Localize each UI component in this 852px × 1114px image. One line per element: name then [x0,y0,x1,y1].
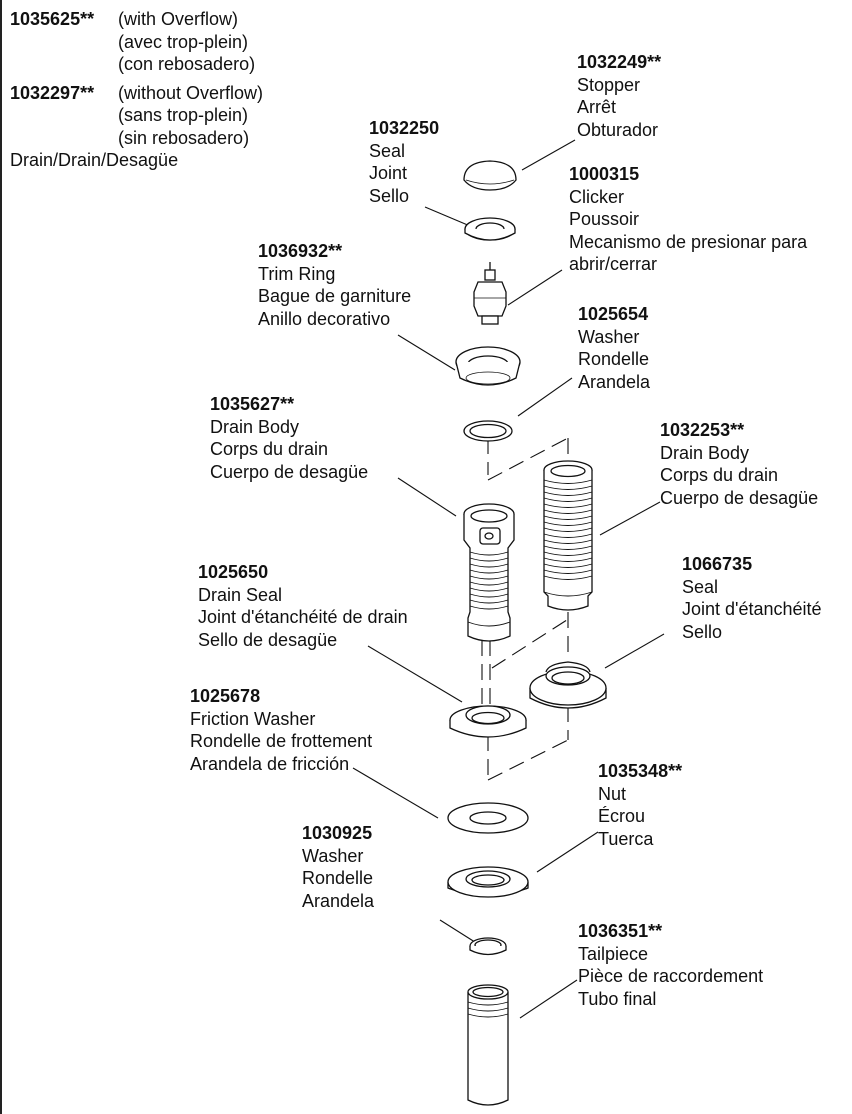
part-number-without-overflow: 1032297** [10,82,95,103]
label-drain-body-a: 1035627** Drain Body Corps du drain Cuer… [210,393,368,483]
part-name-en: Seal [369,140,406,161]
part-number: 1030925 [302,823,373,843]
part-name-fr: Poussoir [569,209,640,229]
part-number: 1025654 [578,304,649,324]
part-number: 1032249** [577,52,662,72]
drain-header: 1035625** (with Overflow) (avec trop-plei… [10,8,263,172]
with-overflow-fr: (avec trop-plein) [118,31,249,52]
alignment-lines [481,437,571,781]
part-name-es: Arandela [578,371,651,392]
part-name-en: Clicker [569,186,625,207]
with-overflow-en: (with Overflow) [118,9,239,29]
label-washer-bottom: 1030925 Washer Rondelle Arandela [302,822,374,912]
drain-body-a-part [463,503,515,642]
part-number: 1032253** [660,420,745,440]
part-number: 1036351** [578,921,663,941]
part-number: 1032250 [369,118,440,138]
part-name-es: Sello [369,185,410,206]
drain-seal-part [449,705,527,738]
part-name-en: Washer [578,326,640,347]
without-overflow-es: (sin rebosadero) [118,127,250,148]
part-name-fr: Écrou [598,806,646,826]
clicker-part [473,262,507,325]
part-name-fr: Rondelle de frottement [190,731,373,751]
label-drain-body-b: 1032253** Drain Body Corps du drain Cuer… [660,419,818,509]
part-name-es: Arandela [302,890,375,911]
part-name-es: Arandela de fricción [190,753,350,774]
washer-bottom-part [469,937,507,956]
part-name-fr: Corps du drain [210,439,329,459]
part-name-en: Seal [682,576,719,597]
part-name-es: Anillo decorativo [258,308,391,329]
part-name-es-cont: abrir/cerrar [569,254,658,274]
label-nut: 1035348** Nut Écrou Tuerca [598,760,682,850]
with-overflow-es: (con rebosadero) [118,54,256,74]
part-number: 1035348** [598,761,683,781]
part-name-en: Drain Body [210,416,300,437]
part-name-en: Drain Body [660,442,750,463]
part-name-fr: Joint d'étanchéité de drain [198,607,408,627]
part-name-es: Sello de desagüe [198,629,338,650]
part-name-fr: Rondelle [302,868,374,888]
part-number: 1035627** [210,394,295,414]
label-drain-seal: 1025650 Drain Seal Joint d'étanchéité de… [198,561,408,651]
part-number: 1000315 [569,164,640,184]
part-name-fr: Joint d'étanchéité [682,599,822,619]
part-name-en: Trim Ring [258,263,336,284]
part-name-es: Cuerpo de desagüe [660,487,819,508]
tailpiece-part [467,984,509,1106]
part-name-fr: Corps du drain [660,465,779,485]
seal-b-part [529,661,607,709]
without-overflow-fr: (sans trop-plein) [118,105,249,125]
label-seal-b: 1066735 Seal Joint d'étanchéité Sello [682,553,822,643]
part-name-en: Tailpiece [578,943,649,964]
part-name-en: Nut [598,783,627,804]
part-number: 1036932** [258,241,343,261]
part-name-es: Tubo final [578,988,657,1009]
seal-top-part [464,217,516,241]
part-name-fr: Bague de garniture [258,286,412,306]
part-name-es: Obturador [577,119,659,140]
assembly-name: Drain/Drain/Desagüe [10,150,179,170]
part-name-fr: Pièce de raccordement [578,966,764,986]
part-name-fr: Rondelle [578,349,650,369]
part-name-en: Drain Seal [198,584,283,605]
part-name-en: Friction Washer [190,708,316,729]
label-washer-top: 1025654 Washer Rondelle Arandela [578,303,650,393]
label-clicker: 1000315 Clicker Poussoir Mecanismo de pr… [569,163,807,276]
drain-body-b-part [543,460,593,611]
part-name-es: Sello [682,621,723,642]
part-name-en: Washer [302,845,364,866]
label-trim-ring: 1036932** Trim Ring Bague de garniture A… [258,240,411,330]
part-name-en: Stopper [577,74,641,95]
label-friction-washer: 1025678 Friction Washer Rondelle de frot… [190,685,372,775]
part-number: 1025650 [198,562,269,582]
nut-part [447,866,529,898]
label-seal-top: 1032250 Seal Joint Sello [369,117,439,207]
trim-ring-part [455,346,521,386]
stopper-part [463,160,517,191]
label-tailpiece: 1036351** Tailpiece Pièce de raccordemen… [578,920,763,1010]
part-number: 1025678 [190,686,261,706]
washer-top-part [463,420,513,442]
part-name-es: Tuerca [598,828,654,849]
part-name-es: Cuerpo de desagüe [210,461,369,482]
part-name-es: Mecanismo de presionar para [569,231,808,252]
part-name-fr: Joint [369,163,408,183]
part-number: 1066735 [682,554,753,574]
without-overflow-en: (without Overflow) [118,82,264,103]
label-stopper: 1032249** Stopper Arrêt Obturador [577,51,661,141]
leader-lines [352,139,665,1019]
part-number-with-overflow: 1035625** [10,9,95,29]
friction-washer-part [447,802,529,834]
part-name-fr: Arrêt [577,97,617,117]
page-left-border [0,0,2,1114]
